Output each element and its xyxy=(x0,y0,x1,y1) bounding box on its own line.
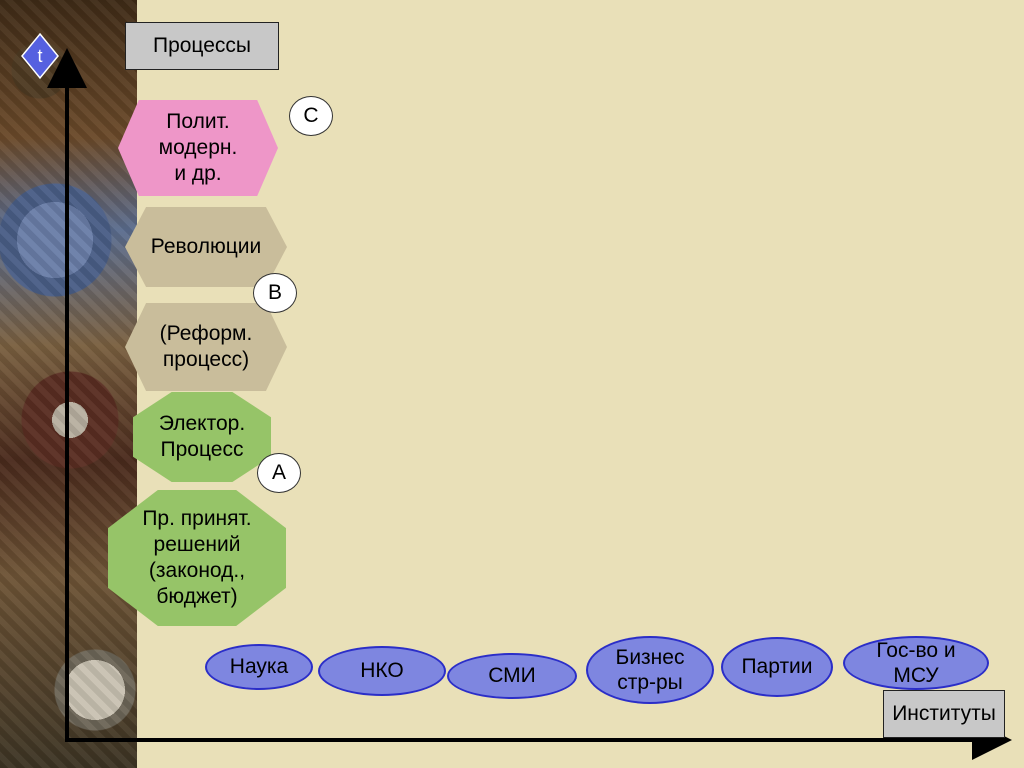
institutions-title: Институты xyxy=(883,690,1005,738)
y-axis-label: t xyxy=(37,45,43,66)
marker-b: B xyxy=(253,273,297,313)
institution-label: Гос-во и МСУ xyxy=(845,638,987,688)
process-reform: (Реформ. процесс) xyxy=(125,303,287,391)
process-decision-making: Пр. принят. решений (законод., бюджет) xyxy=(108,490,286,626)
institution-parties: Партии xyxy=(721,637,833,697)
institution-label: НКО xyxy=(320,648,444,694)
processes-title: Процессы xyxy=(125,22,279,70)
institution-label: Наука xyxy=(207,646,311,688)
institution-label: Партии xyxy=(723,639,831,695)
process-revolutions: Революции xyxy=(125,207,287,287)
institution-nko: НКО xyxy=(318,646,446,696)
institution-label: СМИ xyxy=(449,655,575,697)
institution-state-local-gov: Гос-во и МСУ xyxy=(843,636,989,690)
institution-media: СМИ xyxy=(447,653,577,699)
process-electoral: Электор. Процесс xyxy=(133,392,271,482)
marker-c: C xyxy=(289,96,333,136)
institution-label: Бизнес стр-ры xyxy=(588,638,712,702)
institution-business: Бизнес стр-ры xyxy=(586,636,714,704)
process-polit-modern: Полит. модерн. и др. xyxy=(118,100,278,196)
t-diamond-icon xyxy=(21,32,59,80)
marker-a: A xyxy=(257,453,301,493)
institution-science: Наука xyxy=(205,644,313,690)
